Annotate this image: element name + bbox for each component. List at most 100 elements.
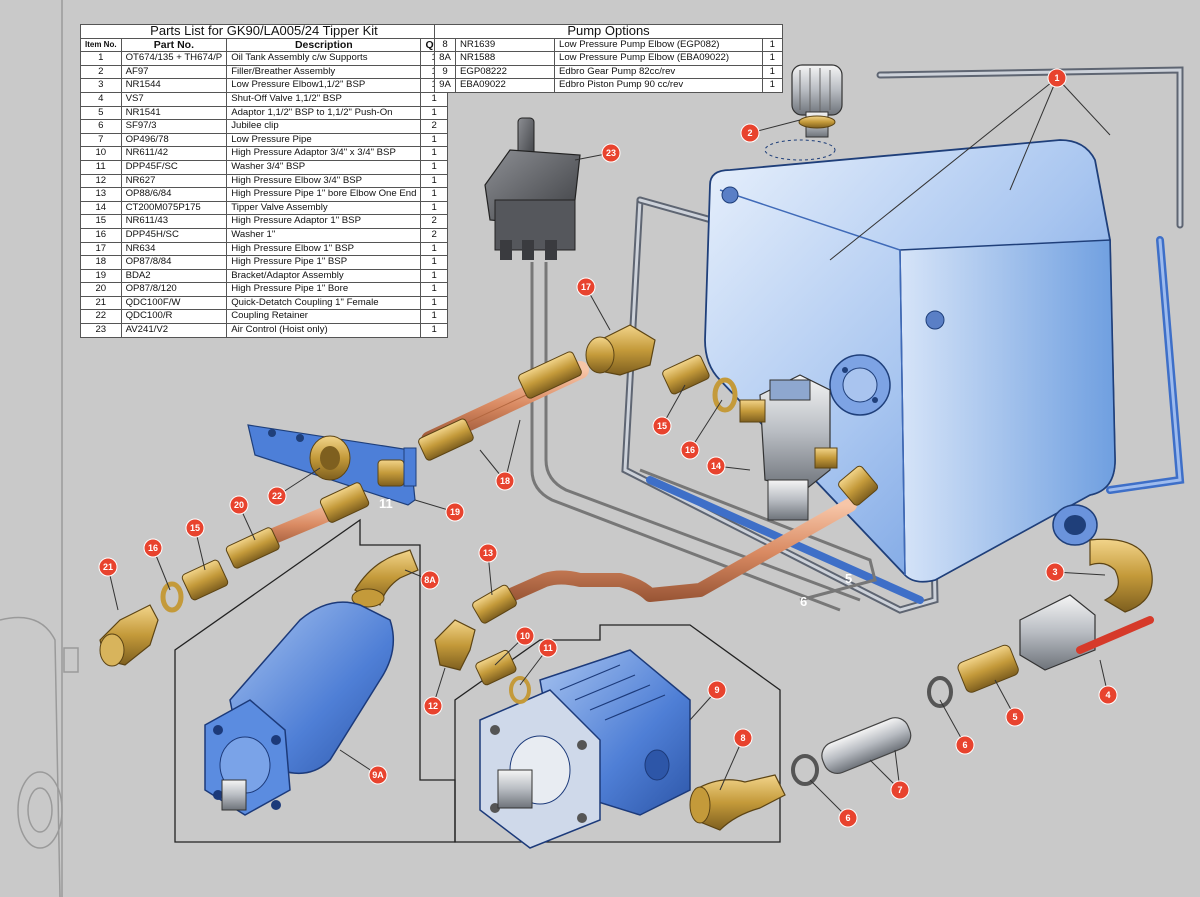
cell-description: Adaptor 1,1/2" BSP to 1,1/2" Push-On xyxy=(226,105,422,121)
callout-badge: 8A xyxy=(420,570,440,590)
elbow-12 xyxy=(434,619,476,671)
air-lines xyxy=(530,262,877,612)
cell-qty: 1 xyxy=(761,37,784,53)
cell-qty: 1 xyxy=(420,282,448,297)
cell-part: QDC100F/W xyxy=(120,295,228,311)
adaptor-15-top xyxy=(662,354,710,395)
cell-qty: 1 xyxy=(420,323,448,338)
cell-qty: 1 xyxy=(420,146,448,161)
cell-qty: 1 xyxy=(761,51,784,66)
cell-description: Air Control (Hoist only) xyxy=(226,323,422,338)
callout-label: 18 xyxy=(500,476,510,486)
cell-part: NR1639 xyxy=(454,37,555,53)
callout-label: 9A xyxy=(372,770,384,780)
callout-badge: 17 xyxy=(576,277,596,297)
tipper-valve xyxy=(739,374,838,521)
callout-badge: 14 xyxy=(706,456,726,476)
callout-label: 11 xyxy=(543,643,553,653)
pump-options-title: Pump Options xyxy=(434,24,783,39)
callout-badge: 16 xyxy=(143,538,163,558)
cell-description: Filler/Breather Assembly xyxy=(226,64,422,80)
adaptor-10 xyxy=(475,649,517,686)
callout-badge: 13 xyxy=(478,543,498,563)
callout-badge: 9 xyxy=(707,680,727,700)
callout-label: 14 xyxy=(711,461,721,471)
cell-part: OP88/6/84 xyxy=(120,187,228,202)
cell-qty: 1 xyxy=(420,309,448,325)
cell-qty: 2 xyxy=(420,119,448,134)
piston-pump xyxy=(204,601,395,816)
cell-item: 2 xyxy=(80,64,122,80)
cell-part: NR634 xyxy=(120,241,228,257)
cell-part: VS7 xyxy=(120,91,228,107)
cell-item: 12 xyxy=(80,173,122,189)
cell-description: High Pressure Elbow 1" BSP xyxy=(226,241,422,257)
pipe-label: 6 xyxy=(800,594,807,609)
callout-label: 8 xyxy=(740,733,745,743)
cell-description: High Pressure Pipe 1" BSP xyxy=(226,255,422,270)
cell-description: Low Pressure Pipe xyxy=(226,132,422,148)
cell-description: High Pressure Adaptor 3/4" x 3/4" BSP xyxy=(226,146,422,161)
gear-pump xyxy=(479,649,691,849)
cell-item: 13 xyxy=(80,187,122,202)
callout-badge: 10 xyxy=(515,626,535,646)
cell-item: 11 xyxy=(80,159,122,175)
callout-badge: 5 xyxy=(1005,707,1025,727)
pressure-pipe-18 xyxy=(418,351,589,461)
cell-description: High Pressure Elbow 3/4" BSP xyxy=(226,173,422,189)
cell-item: 8 xyxy=(434,37,456,53)
callout-label: 21 xyxy=(103,562,113,572)
cell-qty: 1 xyxy=(761,64,784,80)
header-part-no: Part No. xyxy=(120,37,228,53)
callout-label: 22 xyxy=(272,491,282,501)
cell-item: 1 xyxy=(80,51,122,66)
cell-part: OP496/78 xyxy=(120,132,228,148)
cell-item: 20 xyxy=(80,282,122,297)
pipe-label: 11 xyxy=(379,496,393,511)
cell-description: Tipper Valve Assembly xyxy=(226,200,422,216)
header-item-no: Item No. xyxy=(80,37,122,53)
washer-16-left xyxy=(160,581,184,613)
oil-tank xyxy=(704,139,1116,583)
pipe-labels: 11 6 5 xyxy=(379,496,852,609)
callout-badge: 15 xyxy=(652,416,672,436)
callout-badge: 15 xyxy=(185,518,205,538)
callout-badge: 12 xyxy=(423,696,443,716)
callout-label: 15 xyxy=(657,421,667,431)
cell-qty: 1 xyxy=(420,268,448,284)
callout-label: 15 xyxy=(190,523,200,533)
cell-description: Washer 3/4" BSP xyxy=(226,159,422,175)
cell-item: 15 xyxy=(80,214,122,229)
cell-part: NR611/43 xyxy=(120,214,228,229)
callout-badge: 11 xyxy=(538,638,558,658)
callout-badge: 8 xyxy=(733,728,753,748)
callout-badge: 7 xyxy=(890,780,910,800)
filler-breather xyxy=(791,64,843,138)
callout-badge: 16 xyxy=(680,440,700,460)
callout-label: 10 xyxy=(520,631,530,641)
callout-badge: 21 xyxy=(98,557,118,577)
washer-11 xyxy=(509,676,531,704)
callout-badge: 6 xyxy=(955,735,975,755)
cell-item: 19 xyxy=(80,268,122,284)
adaptor-15-left xyxy=(181,559,229,601)
pressure-pipe-20 xyxy=(225,482,370,569)
callout-label: 4 xyxy=(1105,690,1110,700)
callout-badge: 19 xyxy=(445,502,465,522)
cell-item: 21 xyxy=(80,295,122,311)
cell-part: NR627 xyxy=(120,173,228,189)
callout-label: 9 xyxy=(714,685,719,695)
cell-item: 5 xyxy=(80,105,122,121)
callout-badge: 2 xyxy=(740,123,760,143)
